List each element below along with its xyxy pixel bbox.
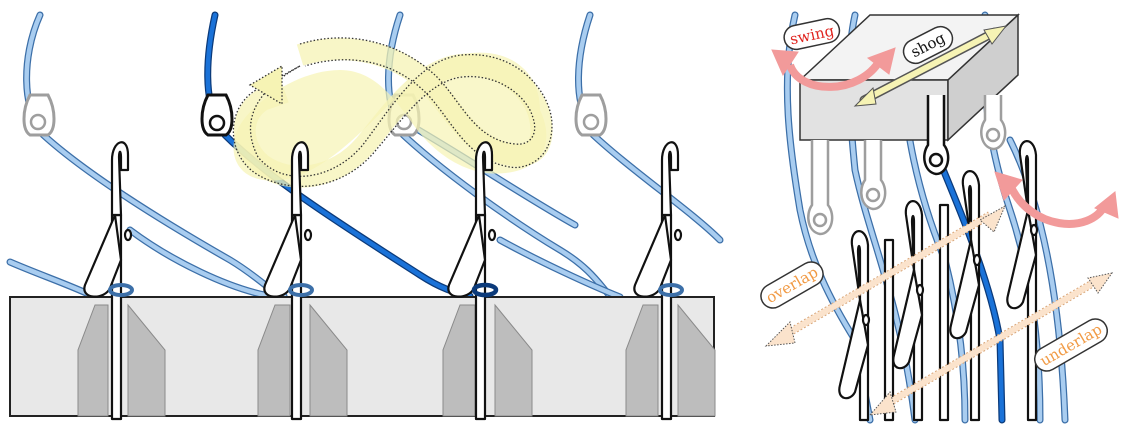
needle-2 xyxy=(263,141,314,421)
background-yarns xyxy=(6,11,724,301)
swing-arrow-right-head xyxy=(1094,191,1119,219)
needle-3 xyxy=(447,141,499,421)
needles xyxy=(83,141,684,421)
needle-1 xyxy=(83,141,134,421)
needle-4 xyxy=(633,141,684,421)
right-panel: swing shog overlap underlap xyxy=(760,11,1119,424)
sinkers xyxy=(77,303,716,417)
loop xyxy=(471,282,499,298)
left-panel xyxy=(6,11,724,421)
motion-arrow-head xyxy=(248,64,283,106)
figure-eight-motion-path xyxy=(232,37,553,188)
swing-arrow-right-head xyxy=(866,47,896,75)
shog-arrow xyxy=(853,25,1008,107)
loop xyxy=(288,283,314,297)
swing-arrows xyxy=(771,47,1119,228)
lapping-arrows xyxy=(764,204,1114,416)
label-underlap: underlap xyxy=(1034,318,1108,372)
label-overlap: overlap xyxy=(760,261,824,309)
loop xyxy=(108,283,134,297)
loop xyxy=(658,283,684,297)
swing-arrow-left-head xyxy=(771,49,799,77)
right-guide-eyes xyxy=(807,95,1007,236)
needle-bar xyxy=(9,296,715,417)
swing-arrow-left-head xyxy=(994,171,1023,201)
